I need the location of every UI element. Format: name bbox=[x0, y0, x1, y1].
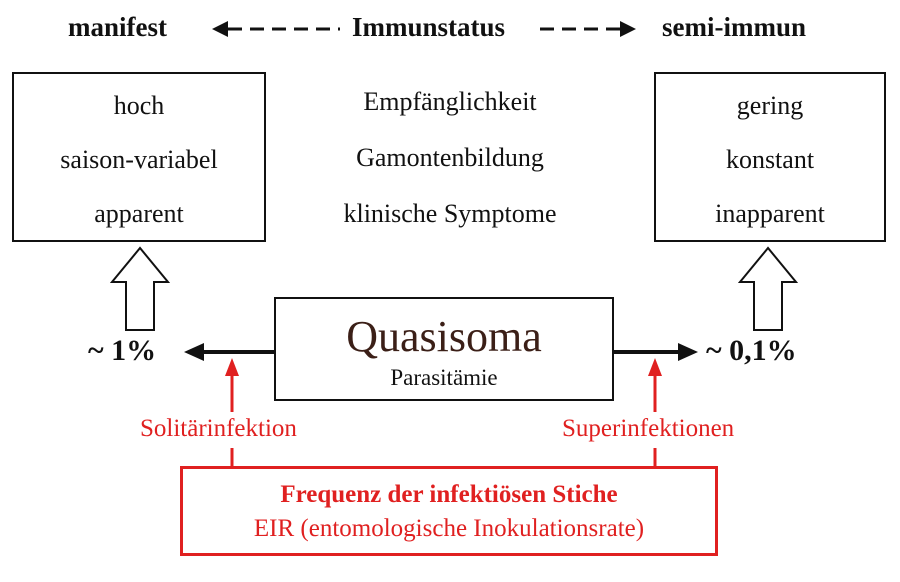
header-manifest: manifest bbox=[68, 12, 167, 42]
solitaerinfektion-label: Solitärinfektion bbox=[140, 415, 297, 442]
middle-criteria-line: Empfänglichkeit bbox=[363, 87, 537, 116]
eir-box: Frequenz der infektiösen Stiche EIR (ent… bbox=[180, 466, 718, 556]
arrow-left-to-percent bbox=[184, 343, 274, 361]
header-dashed-arrow-left bbox=[212, 21, 340, 37]
middle-criteria-line: klinische Symptome bbox=[343, 199, 557, 228]
middle-criteria: Empfänglichkeit Gamontenbildung klinisch… bbox=[290, 74, 610, 242]
quasisoma-box: Quasisoma Parasitämie bbox=[274, 297, 614, 401]
left-box-line: apparent bbox=[94, 199, 184, 228]
header-immunstatus: Immunstatus bbox=[352, 12, 506, 42]
header-dashed-arrow-right bbox=[540, 21, 636, 37]
left-percent: ~ 1% bbox=[88, 334, 157, 367]
left-status-box: hoch saison-variabel apparent bbox=[12, 72, 266, 242]
header-semi-immun: semi-immun bbox=[662, 12, 806, 42]
quasisoma-title: Quasisoma bbox=[346, 312, 542, 361]
red-arrow-left bbox=[225, 358, 239, 468]
right-percent: ~ 0,1% bbox=[706, 334, 797, 367]
hollow-up-arrow-right bbox=[737, 246, 799, 331]
right-status-box: gering konstant inapparent bbox=[654, 72, 886, 242]
eir-subtitle: EIR (entomologische Inokulationsrate) bbox=[253, 515, 645, 542]
left-box-line: saison-variabel bbox=[60, 145, 218, 174]
hollow-up-arrow-left bbox=[109, 246, 171, 331]
superinfektionen-label: Superinfektionen bbox=[562, 415, 735, 442]
eir-title: Frequenz der infektiösen Stiche bbox=[280, 481, 618, 508]
right-box-line: gering bbox=[736, 91, 804, 120]
right-box-line: konstant bbox=[725, 145, 815, 174]
right-box-line: inapparent bbox=[715, 199, 825, 228]
parasitaemie-label: Parasitämie bbox=[390, 365, 498, 390]
arrow-right-to-percent bbox=[614, 343, 698, 361]
left-box-line: hoch bbox=[113, 91, 165, 120]
middle-criteria-line: Gamontenbildung bbox=[356, 143, 544, 172]
red-arrow-right bbox=[648, 358, 662, 468]
